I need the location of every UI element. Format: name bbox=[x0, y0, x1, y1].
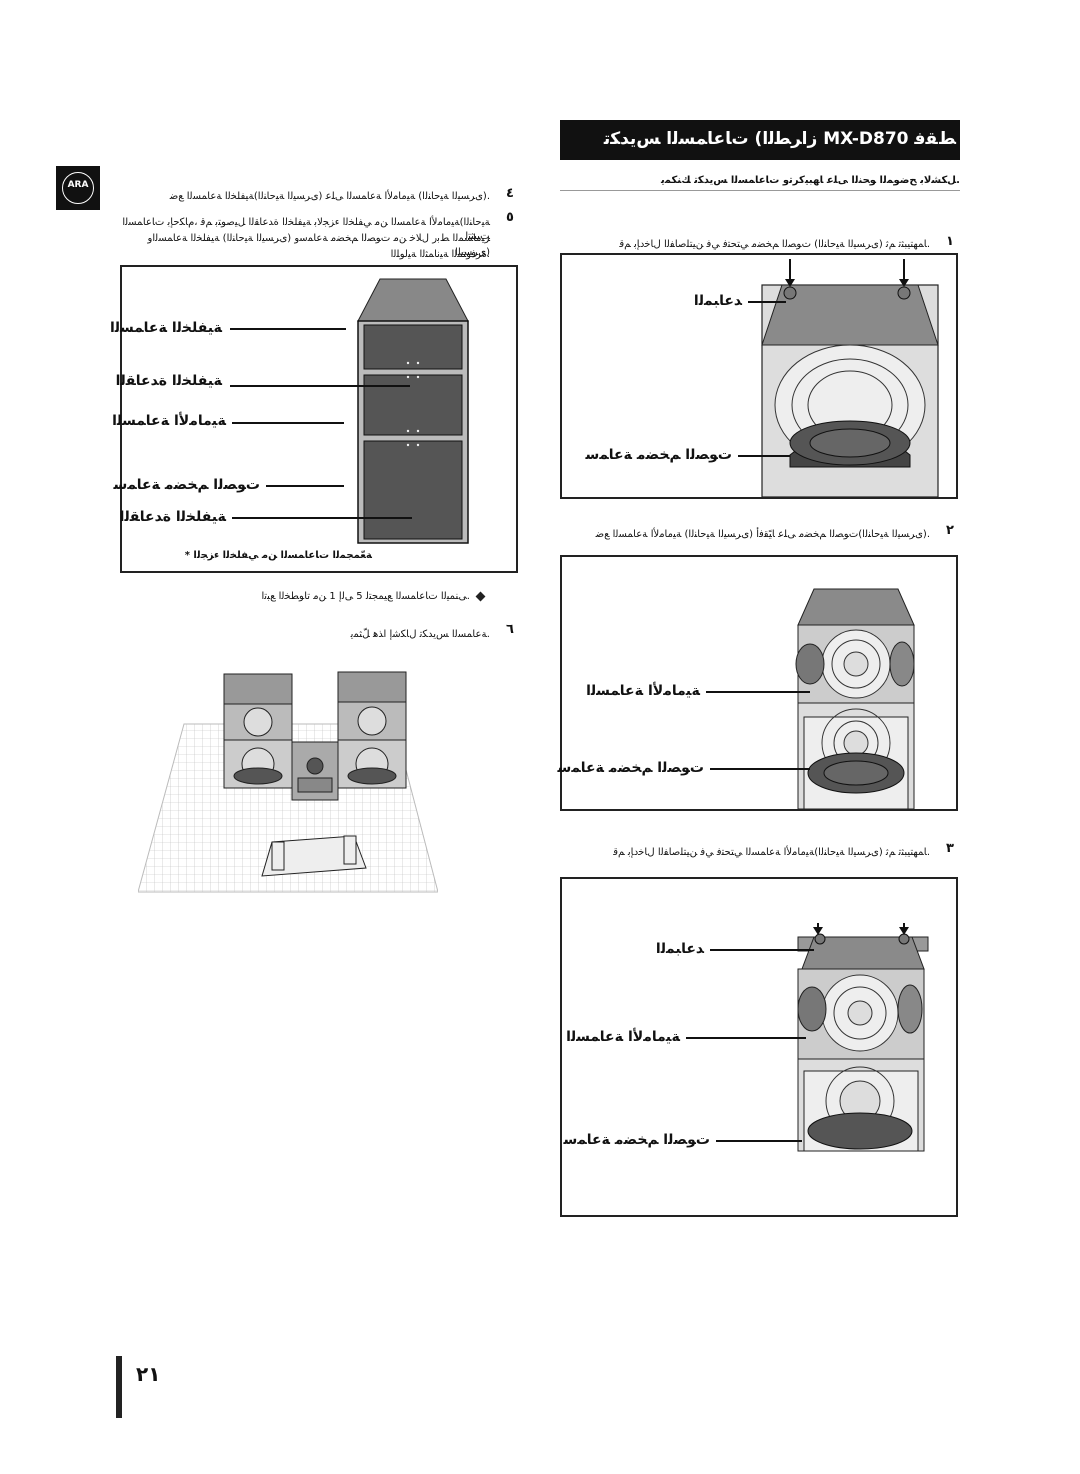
bullet-note-text: .ﻰﻨﻤﻴﻟا تﺎﻋﺎﻤﺴﻟا ﻊﻴﻤﺠﺘﻟ 5 ﻰﻟإ 1 ﻦﻣ تاﻮﻄﺨ… bbox=[261, 591, 470, 602]
fig4-rear-base-top-leader bbox=[230, 385, 410, 387]
step-2-text: .(ىﺮﺴﻴﻟا ﺔﻴﺣﺎﻨﻟا)تﻮﺼﻟا ﻢﺨﻀﻣ ﻰﻠﻋ ﺎﻴًﻘﻓأ (… bbox=[595, 529, 930, 540]
fig2-woofer-leader bbox=[710, 768, 810, 770]
figure-2-speaker-illustration bbox=[795, 588, 915, 809]
figure-4-frame: ﺔﻴﻔﻠﺨﻟا ﺔﻋﺎﻤﺴﻟا ﺔﻴﻔﻠﺨﻟا ةﺪﻋﺎﻘﻟا ﺔﻴﻣﺎﻣﻷا … bbox=[109, 265, 518, 573]
step-3-number: ٣ bbox=[946, 841, 954, 856]
header-rule bbox=[560, 190, 960, 191]
step-6-text: .ﺔﻋﺎﻤﺴﻟا ﺲﻳﺪﻜﺗ لﺎﻜﺷإ اﺬﻫ ﻞّﺜﻤﻳ bbox=[350, 629, 490, 640]
fig4-woofer-label: تﻮﺼﻟا ﻢﺨﻀﻣ ﺔﻋﺎﻤﺳ bbox=[113, 477, 260, 493]
figure-1-speaker-illustration bbox=[761, 259, 939, 497]
fig3-woofer-label: تﻮﺼﻟا ﻢﺨﻀﻣ ﺔﻋﺎﻤﺳ bbox=[563, 1132, 710, 1148]
step-4-number: ٤ bbox=[506, 186, 514, 201]
figure-2-frame: ﺔﻴﻣﺎﻣﻷا ﺔﻋﺎﻤﺴﻟا تﻮﺼﻟا ﻢﺨﻀﻣ ﺔﻋﺎﻤﺳ bbox=[557, 555, 958, 811]
fig2-front-label: ﺔﻴﻣﺎﻣﻷا ﺔﻋﺎﻤﺴﻟا bbox=[586, 683, 700, 699]
step-1-text: .ﺎﻤﻬﺘﻴﺒﺜﺗ ﻢﺛ (ىﺮﺴﻴﻟا ﺔﻴﺣﺎﻨﻟا) تﻮﺼﻟا ﻢﺨﻀﻣ… bbox=[619, 239, 930, 250]
fig2-front-leader bbox=[706, 691, 810, 693]
step-5-line-2: ﺮﻴﻣﺎﺴﻤﻟا ﻂﺑر لﻼﺧ ﻦﻣ تﻮﺼﻟا ﻢﺨﻀﻣ ﺔﻋﺎﻤﺳو (ى… bbox=[147, 233, 490, 258]
fig4-rear-base-bottom-leader bbox=[232, 517, 412, 519]
section-title-bar: ﻂﻘﻓ MX-D870 زاﺮﻄﻟا) تﺎﻋﺎﻤﺴﻟا ﺲﻳﺪﻜﺗ bbox=[560, 120, 960, 160]
fig3-front-label: ﺔﻴﻣﺎﻣﻷا ﺔﻋﺎﻤﺴﻟا bbox=[566, 1029, 680, 1045]
center-main-unit bbox=[291, 741, 339, 801]
page-number-bar bbox=[116, 1356, 122, 1418]
fig4-rear-base-top-label: ﺔﻴﻔﻠﺨﻟا ةﺪﻋﺎﻘﻟا bbox=[115, 373, 222, 389]
fig4-rear-label: ﺔﻴﻔﻠﺨﻟا ﺔﻋﺎﻤﺴﻟا bbox=[109, 320, 222, 336]
figure-1-frame: ﺪﻋﺎﺒﻤﻟا تﻮﺼﻟا ﻢﺨﻀﻣ ﺔﻋﺎﻤﺳ bbox=[560, 253, 958, 499]
step-4-text: .(ىﺮﺴﻴﻟا ﺔﻴﺣﺎﻨﻟا) ﺔﻴﻣﺎﻣﻷا ﺔﻋﺎﻤﺴﻟا ﻰﻠﻋ (ى… bbox=[169, 191, 490, 202]
figure-3-speaker-illustration bbox=[797, 923, 929, 1152]
diamond-bullet-icon bbox=[475, 591, 486, 602]
language-badge: ARA bbox=[56, 166, 100, 210]
figure-4-rear-view-illustration bbox=[357, 278, 469, 544]
fig1-woofer-leader bbox=[738, 455, 790, 457]
step-3-text: .ﺎﻤﻬﺘﻴﺒﺜﺗ ﻢﺛ (ىﺮﺴﻴﻟا ﺔﻴﺣﺎﻨﻟا)ﺔﻴﻣﺎﻣﻷا ﺔﻋﺎ… bbox=[613, 847, 930, 858]
language-badge-text: ARA bbox=[67, 180, 89, 190]
step-5-number: ٥ bbox=[506, 210, 514, 225]
step-6-number: ٦ bbox=[506, 622, 514, 637]
step-1-number: ١ bbox=[946, 234, 954, 249]
fig3-front-leader bbox=[686, 1037, 806, 1039]
fig3-spacer-label: ﺪﻋﺎﺒﻤﻟا bbox=[655, 941, 704, 957]
fig1-woofer-label: تﻮﺼﻟا ﻢﺨﻀﻣ ﺔﻋﺎﻤﺳ bbox=[585, 447, 732, 463]
step-5-line-1: ﺔﻴﺣﺎﻨﻟا)ﺔﻴﻣﺎﻣﻷا ﺔﻋﺎﻤﺴﻟا ﻦﻣ ﻲﻔﻠﺨﻟا ءﺰﺠﻟﺎﺑ… bbox=[122, 217, 490, 242]
page-title: ﻂﻘﻓ MX-D870 زاﺮﻄﻟا) تﺎﻋﺎﻤﺴﻟا ﺲﻳﺪﻜﺗ bbox=[603, 129, 956, 149]
right-speaker-stack bbox=[337, 671, 407, 789]
fig1-spacer-leader bbox=[748, 301, 786, 303]
fig4-front-leader bbox=[232, 422, 344, 424]
step-5-line-3: .ةﺮﻓﻮﺘﻤﻟا ﺔﻴﻧﺎﻤﺜﻟا ﺔﻴﻟﻮﻠﻟا bbox=[390, 249, 490, 260]
fig2-woofer-label: تﻮﺼﻟا ﻢﺨﻀﻣ ﺔﻋﺎﻤﺳ bbox=[557, 760, 704, 776]
fig4-rear-leader bbox=[230, 328, 346, 330]
couch bbox=[261, 835, 367, 877]
fig4-front-label: ﺔﻴﻣﺎﻣﻷا ﺔﻋﺎﻤﺴﻟا bbox=[112, 413, 226, 429]
fig4-woofer-leader bbox=[266, 485, 344, 487]
step-2-number: ٢ bbox=[946, 523, 954, 538]
page-number: ٢١ bbox=[136, 1362, 161, 1386]
room-layout-illustration bbox=[138, 671, 438, 893]
fig4-rear-base-bottom-label: ﺔﻴﻔﻠﺨﻟا ةﺪﻋﺎﻘﻟا bbox=[119, 509, 226, 525]
fig3-spacer-leader bbox=[710, 949, 814, 951]
fig4-note: ﺔﻌّﻤﺠﻤﻟا تﺎﻋﺎﻤﺴﻟا ﻦﻣ ﻲﻔﻠﺨﻟا ءﺰﺠﻟا * bbox=[184, 550, 372, 561]
header-subtitle: .ﻞﻜﺸﻟﺎﺑ ﺢﺿﻮﻤﻟا ﻮﺤﻨﻟا ﻰﻠﻋ ﺎﻬﺒﻴﻛﺮﺗو تﺎﻋﺎﻤﺴ… bbox=[661, 175, 960, 186]
fig1-spacer-label: ﺪﻋﺎﺒﻤﻟا bbox=[693, 293, 742, 309]
figure-3-frame: ﺪﻋﺎﺒﻤﻟا ﺔﻴﻣﺎﻣﻷا ﺔﻋﺎﻤﺴﻟا تﻮﺼﻟا ﻢﺨﻀﻣ ﺔﻋﺎﻤﺳ bbox=[560, 877, 958, 1217]
left-speaker-stack bbox=[223, 673, 293, 789]
fig3-woofer-leader bbox=[716, 1140, 802, 1142]
